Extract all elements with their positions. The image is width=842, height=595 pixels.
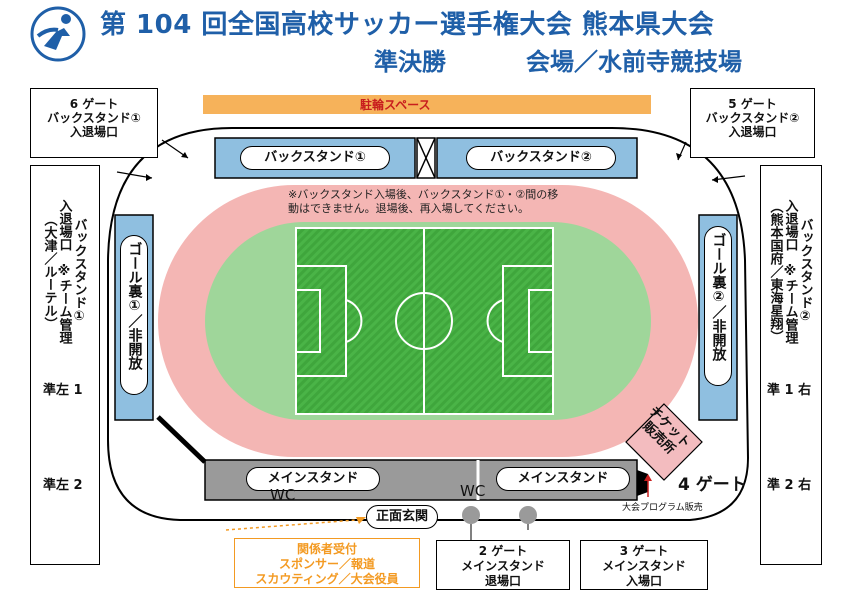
sf-right-1: 準 1 右	[767, 383, 812, 398]
program-sales-label: 大会プログラム販売	[622, 503, 703, 513]
gate4-label: 4 ゲート	[678, 475, 747, 495]
sf-right-2: 準 2 右	[767, 478, 812, 493]
transfer-notice: ※バックスタンド入場後、バックスタンド①・②間の移 動はできません。退場後、再入…	[288, 188, 559, 215]
round-label: 準決勝	[374, 48, 446, 76]
gate3-box: 3 ゲート メインスタンド 入場口	[580, 540, 708, 590]
sf-left-2: 準左 2	[43, 478, 83, 493]
page-title: 第 104 回全国高校サッカー選手権大会 熊本県大会	[100, 10, 715, 40]
goal-stand-right-label: ゴール裏②／非開放	[704, 226, 732, 386]
gate2-box: 2 ゲート メインスタンド 退場口	[436, 540, 570, 590]
main-stand-left-label: メインスタンド	[246, 467, 380, 491]
venue-label: 会場／水前寺競技場	[526, 48, 742, 76]
logo-icon	[30, 6, 86, 62]
wc-right: WC	[460, 482, 486, 500]
ticket-booth-shape	[625, 403, 703, 481]
main-entrance-label: 正面玄関	[366, 505, 438, 529]
gate3-marker	[519, 506, 537, 524]
left-team-entrance-box: バックスタンド① 入退場口 ※チーム管理 （大津／ルーテル） 準左 1 準左 2	[30, 165, 100, 565]
back-stand-left-label: バックスタンド①	[240, 146, 390, 170]
main-stand-right-label: メインスタンド	[496, 467, 630, 491]
goal-stand-left-label: ゴール裏①／非開放	[120, 235, 148, 395]
bicycle-parking-label: 駐輪スペース	[360, 98, 431, 112]
bicycle-parking	[203, 95, 651, 114]
gate6-box: 6 ゲート バックスタンド① 入退場口	[30, 88, 158, 158]
wc-left: WC	[270, 486, 296, 504]
back-stand-right-label: バックスタンド②	[466, 146, 616, 170]
reception-box: 関係者受付 スポンサー／報道 スカウティング／大会役員	[234, 538, 420, 588]
gate5-box: 5 ゲート バックスタンド② 入退場口	[690, 88, 815, 158]
right-team-entrance-box: バックスタンド② 入退場口 ※チーム管理 （熊本国府／東海星翔） 準 1 右 準…	[760, 165, 822, 565]
sf-left-1: 準左 1	[43, 383, 83, 398]
gate2-marker	[462, 506, 480, 524]
